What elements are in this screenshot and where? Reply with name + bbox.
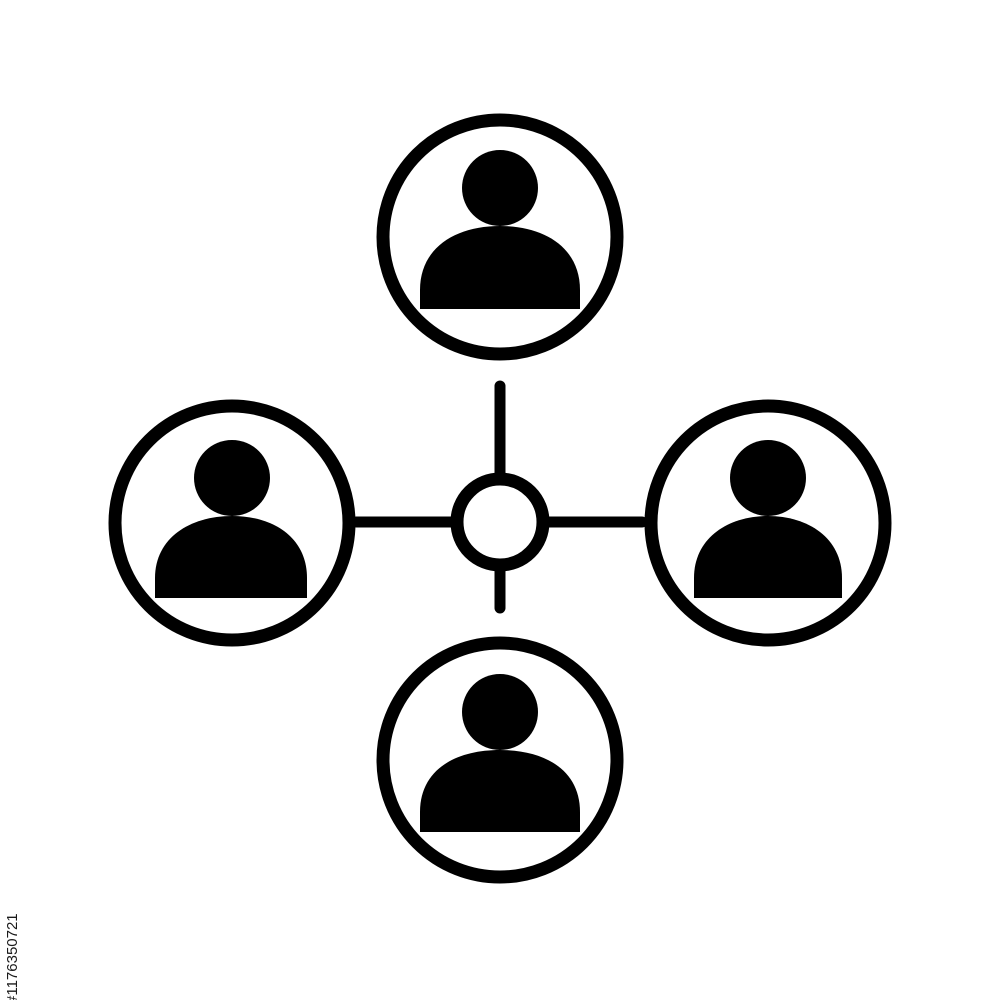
member-top-avatar [376,113,624,361]
connector-lines [350,380,648,614]
hub-circle-icon [450,472,550,572]
member-bottom-avatar [376,636,624,884]
stock-id-label: #1176350721 [4,913,21,1000]
member-left-avatar [108,399,356,647]
person-icon [694,440,842,598]
member-right-avatar [644,399,892,647]
person-icon [155,440,307,598]
person-icon [420,674,580,832]
person-icon [420,150,580,309]
